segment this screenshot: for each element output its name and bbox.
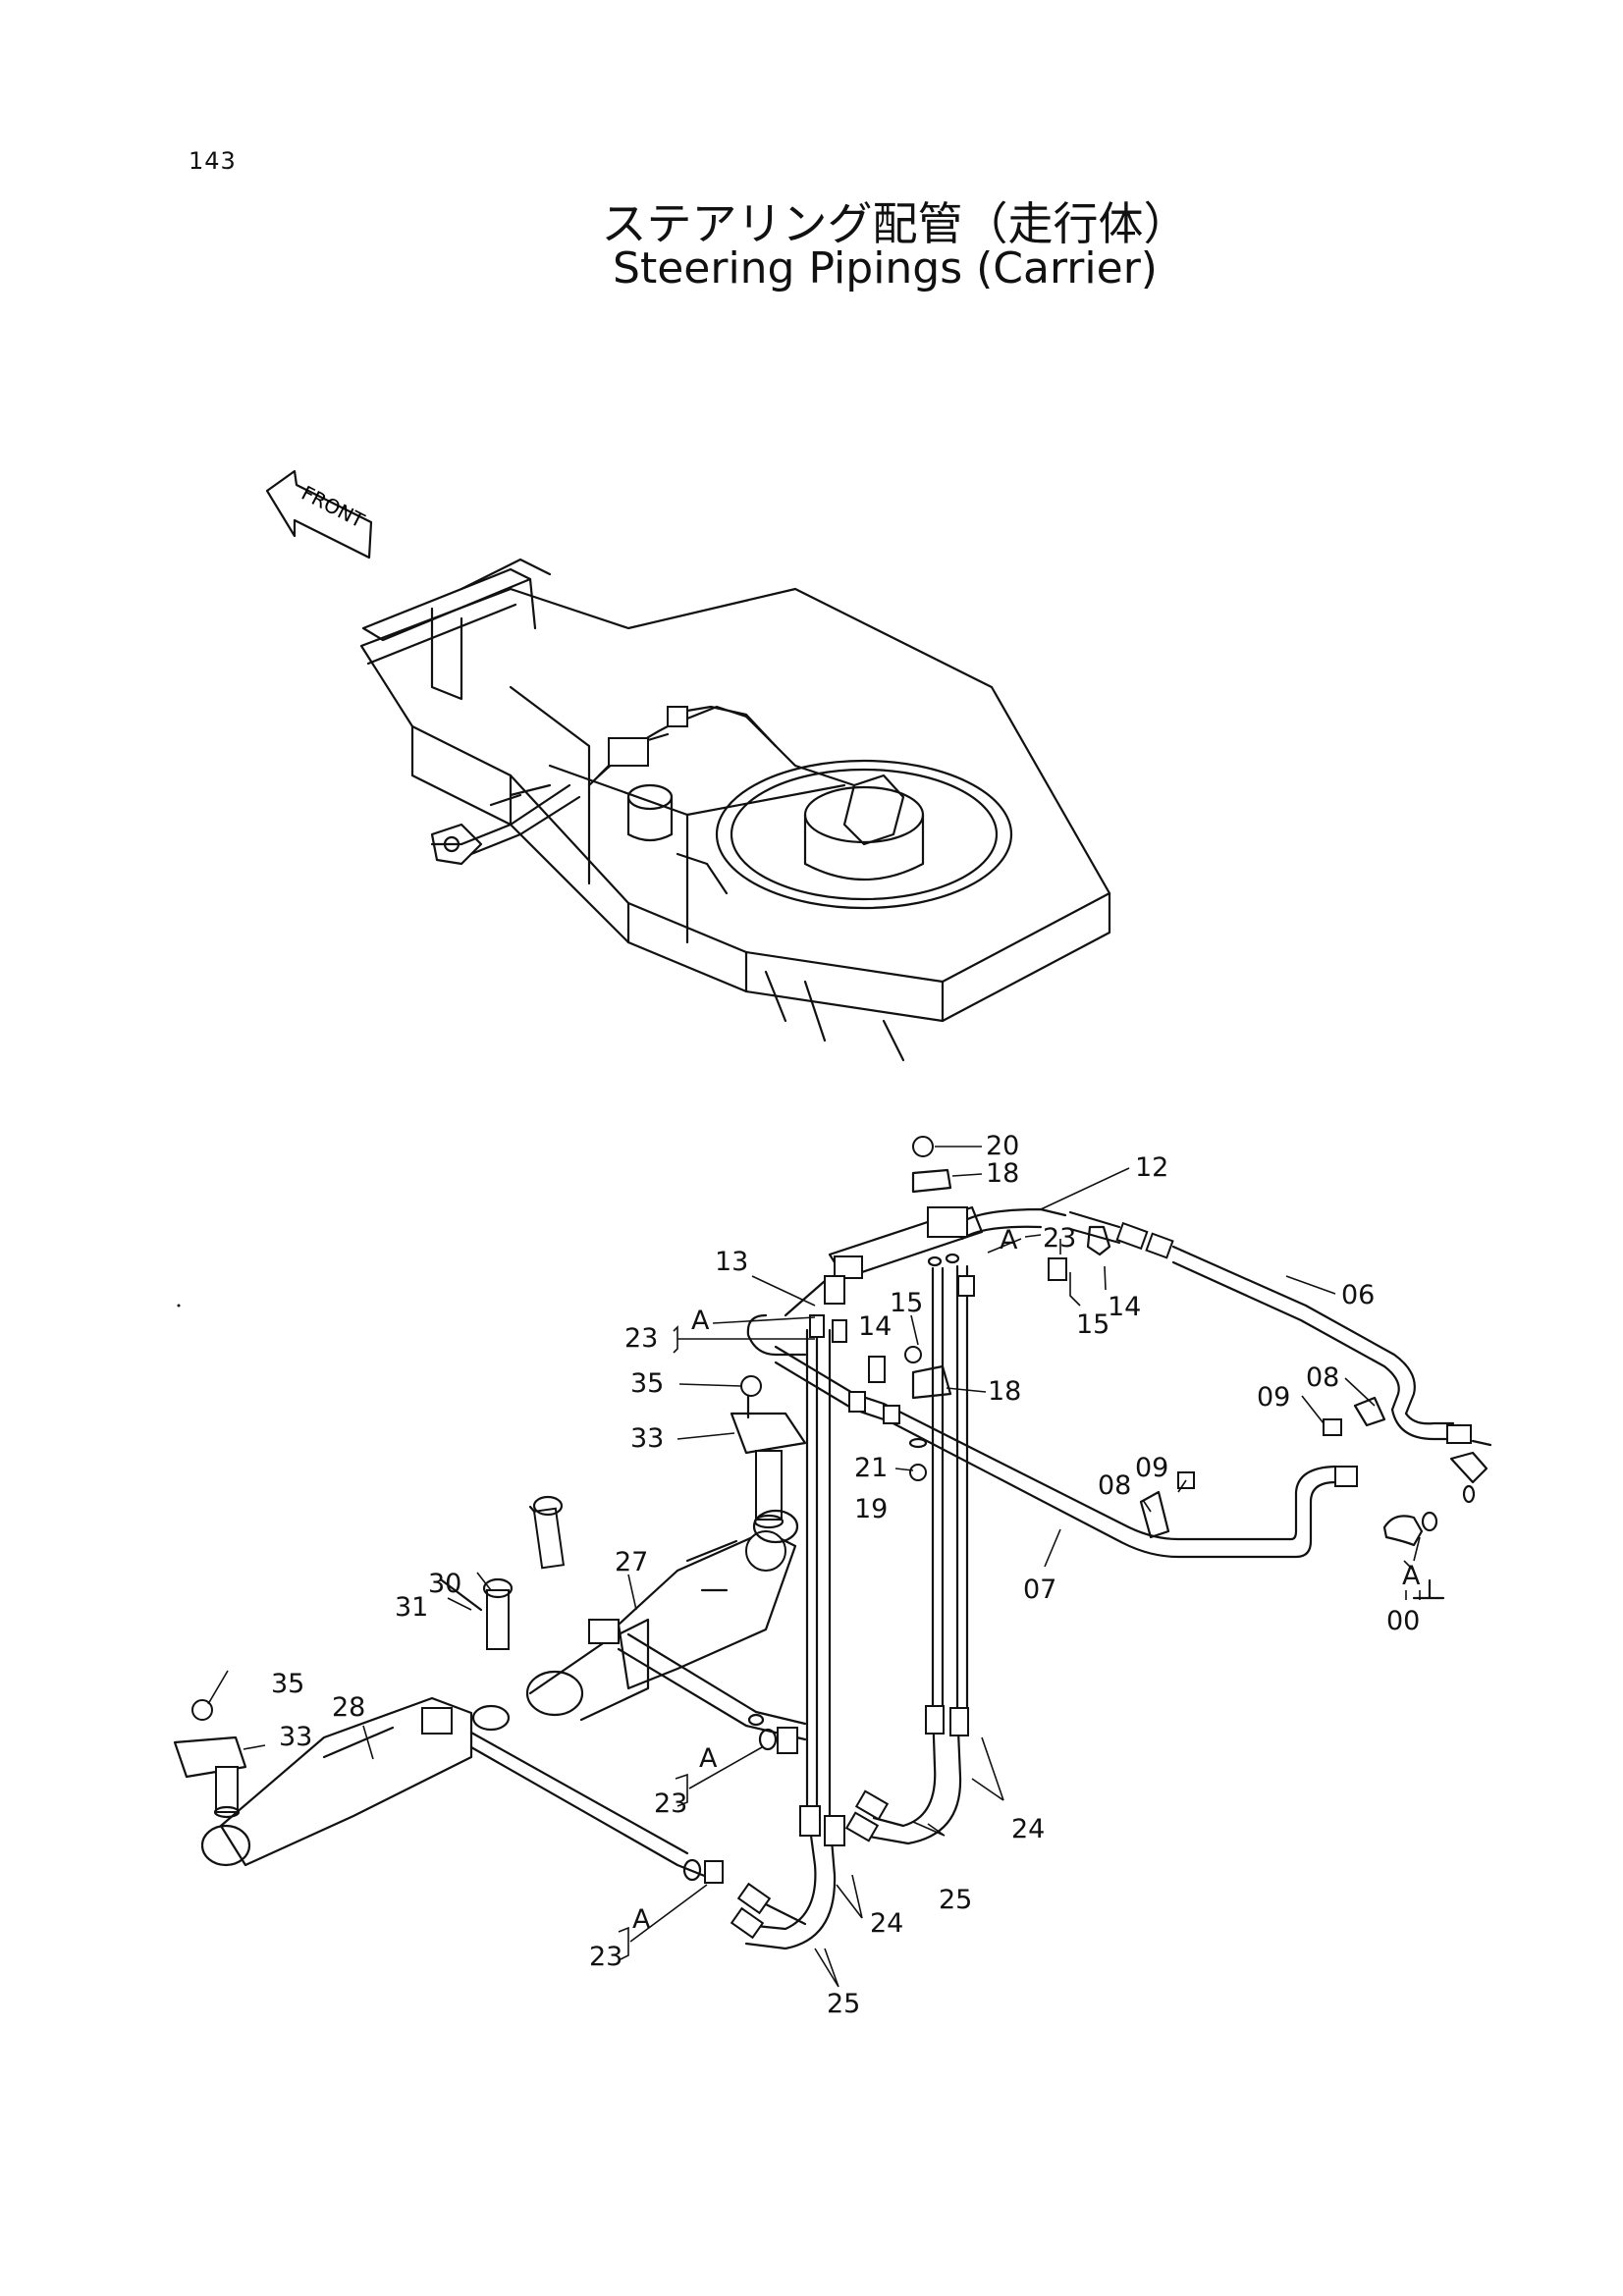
callout-19: 19: [854, 1494, 888, 1524]
callout-15: 15: [1076, 1309, 1109, 1340]
callout-labels: 20 18 12 23 A 13 06 15 14 15 14 A 23 18 …: [271, 1131, 1421, 2019]
callout-18: 18: [986, 1158, 1019, 1189]
callout-a: A: [1000, 1225, 1018, 1255]
callout-23: 23: [1043, 1223, 1076, 1254]
callout-06: 06: [1341, 1280, 1375, 1310]
callout-20: 20: [986, 1131, 1019, 1161]
title-english: Steering Pipings (Carrier): [613, 243, 1158, 294]
callout-a: A: [691, 1306, 710, 1336]
callout-23: 23: [654, 1789, 687, 1819]
callout-27: 27: [615, 1547, 648, 1577]
callout-12: 12: [1135, 1152, 1168, 1183]
callout-a: A: [1402, 1561, 1421, 1591]
callout-23: 23: [589, 1942, 622, 1972]
callout-08: 08: [1306, 1362, 1339, 1393]
callout-33: 33: [279, 1722, 312, 1752]
callout-25: 25: [827, 1989, 860, 2019]
callout-14: 14: [1108, 1292, 1141, 1322]
callout-35: 35: [271, 1669, 304, 1699]
steering-piping-detail: [173, 1136, 1492, 1950]
callout-35: 35: [630, 1368, 664, 1399]
callout-21: 21: [854, 1453, 888, 1483]
stray-dot: [177, 1304, 181, 1308]
callout-18: 18: [988, 1376, 1021, 1407]
callout-30: 30: [428, 1569, 461, 1599]
leader-lines: [207, 1146, 1421, 1988]
callout-15: 15: [890, 1288, 923, 1318]
callout-a: A: [632, 1904, 651, 1935]
callout-31: 31: [395, 1592, 428, 1623]
callout-33: 33: [630, 1423, 664, 1454]
callout-24: 24: [1011, 1814, 1045, 1844]
front-arrow-icon: FRONT: [265, 469, 373, 560]
front-label: FRONT: [298, 481, 368, 533]
callout-09: 09: [1257, 1382, 1290, 1413]
callout-14: 14: [858, 1311, 892, 1342]
callout-28: 28: [332, 1692, 365, 1723]
callout-23: 23: [624, 1323, 658, 1354]
callout-08: 08: [1098, 1470, 1131, 1501]
callout-09: 09: [1135, 1453, 1168, 1483]
callout-24: 24: [870, 1908, 903, 1939]
callout-25: 25: [939, 1885, 972, 1915]
title-japanese: ステアリング配管（走行体）: [601, 197, 1189, 250]
page-number: 143: [189, 147, 237, 175]
callout-00: 00: [1386, 1606, 1420, 1636]
callout-a: A: [699, 1743, 718, 1774]
callout-07: 07: [1023, 1575, 1056, 1605]
callout-13: 13: [715, 1247, 748, 1277]
carrier-overview-drawing: FRONT: [265, 469, 1111, 1062]
